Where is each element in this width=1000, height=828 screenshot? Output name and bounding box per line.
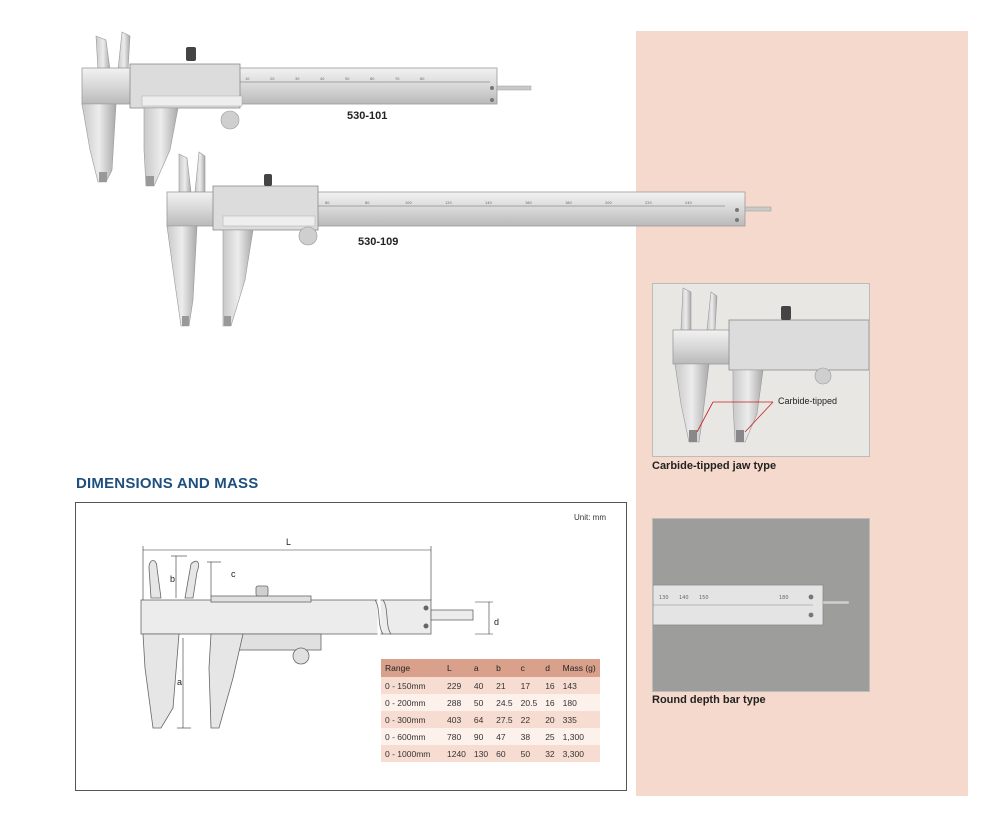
table-row: 0 - 300mm 403 64 27.5 22 20 335 <box>381 711 600 728</box>
svg-text:30: 30 <box>295 77 299 81</box>
dimensions-table: Range L a b c d Mass (g) 0 - 150mm 229 4… <box>381 659 600 762</box>
table-cell: 38 <box>516 728 542 745</box>
table-cell: 50 <box>516 745 542 762</box>
table-cell: 335 <box>558 711 600 728</box>
depth-bar-caption: Round depth bar type <box>652 694 766 706</box>
dim-label-a: a <box>177 677 183 687</box>
table-cell: 229 <box>443 677 470 694</box>
table-cell: 20 <box>541 711 559 728</box>
table-cell: 0 - 150mm <box>381 677 443 694</box>
dim-label-d: d <box>494 617 500 627</box>
svg-text:160: 160 <box>525 201 532 205</box>
table-cell: 60 <box>492 745 517 762</box>
table-cell: 130 <box>469 745 493 762</box>
table-row: 0 - 200mm 288 50 24.5 20.5 16 180 <box>381 694 600 711</box>
table-cell: 90 <box>469 728 493 745</box>
table-header-row: Range L a b c d Mass (g) <box>381 659 600 677</box>
svg-text:80: 80 <box>420 77 424 81</box>
svg-text:180: 180 <box>565 201 572 205</box>
table-cell: 288 <box>443 694 470 711</box>
dim-label-b: b <box>170 574 176 584</box>
table-cell: 32 <box>541 745 559 762</box>
svg-text:20: 20 <box>270 77 274 81</box>
svg-text:70: 70 <box>395 77 399 81</box>
depth-bar-photo: 130 140 150 180 <box>652 518 870 692</box>
svg-text:240: 240 <box>685 201 692 205</box>
svg-text:140: 140 <box>485 201 492 205</box>
svg-text:120: 120 <box>445 201 452 205</box>
table-row: 0 - 150mm 229 40 21 17 16 143 <box>381 677 600 694</box>
table-header-cell: c <box>516 659 542 677</box>
carbide-jaw-caption: Carbide-tipped jaw type <box>652 460 777 472</box>
svg-text:10: 10 <box>245 77 249 81</box>
svg-text:40: 40 <box>320 77 324 81</box>
table-header-cell: L <box>443 659 470 677</box>
table-cell: 64 <box>469 711 493 728</box>
svg-text:80: 80 <box>365 201 369 205</box>
carbide-jaw-illustration <box>672 287 869 443</box>
table-cell: 1,300 <box>558 728 600 745</box>
table-cell: 143 <box>558 677 600 694</box>
svg-text:150: 150 <box>699 595 709 601</box>
dim-label-c: c <box>231 569 236 579</box>
table-header-cell: a <box>469 659 493 677</box>
table-cell: 1240 <box>443 745 470 762</box>
svg-text:200: 200 <box>605 201 612 205</box>
dim-label-L: L <box>286 537 292 547</box>
table-header-cell: d <box>541 659 559 677</box>
carbide-jaw-photo: Carbide-tipped <box>652 283 870 457</box>
table-header-cell: b <box>492 659 517 677</box>
svg-text:60: 60 <box>325 201 329 205</box>
model-label-530-109: 530-109 <box>358 236 399 248</box>
table-cell: 780 <box>443 728 470 745</box>
table-cell: 180 <box>558 694 600 711</box>
caliper-530-109-image: 60 80 100 120 140 160 180 200 220 240 <box>166 151 772 327</box>
table-header-cell: Range <box>381 659 443 677</box>
table-cell: 403 <box>443 711 470 728</box>
caliper-530-101-image: 10 20 30 40 50 60 70 80 <box>81 31 532 187</box>
model-label-530-101: 530-101 <box>347 110 388 122</box>
table-cell: 40 <box>469 677 493 694</box>
table-cell: 16 <box>541 694 559 711</box>
table-row: 0 - 600mm 780 90 47 38 25 1,300 <box>381 728 600 745</box>
svg-text:140: 140 <box>679 595 689 601</box>
table-cell: 21 <box>492 677 517 694</box>
depth-bar-illustration: 130 140 150 180 <box>653 584 850 626</box>
table-cell: 24.5 <box>492 694 517 711</box>
svg-text:220: 220 <box>645 201 652 205</box>
svg-text:180: 180 <box>779 595 789 601</box>
svg-text:130: 130 <box>659 595 669 601</box>
table-cell: 16 <box>541 677 559 694</box>
unit-label: Unit: mm <box>574 513 606 522</box>
table-row: 0 - 1000mm 1240 130 60 50 32 3,300 <box>381 745 600 762</box>
svg-text:60: 60 <box>370 77 374 81</box>
table-cell: 27.5 <box>492 711 517 728</box>
table-cell: 17 <box>516 677 542 694</box>
table-cell: 0 - 300mm <box>381 711 443 728</box>
table-cell: 0 - 600mm <box>381 728 443 745</box>
table-header-cell: Mass (g) <box>558 659 600 677</box>
dimensions-box: Unit: mm L b c a d <box>75 502 627 791</box>
table-cell: 0 - 200mm <box>381 694 443 711</box>
table-cell: 25 <box>541 728 559 745</box>
svg-text:100: 100 <box>405 201 412 205</box>
table-cell: 20.5 <box>516 694 542 711</box>
carbide-callout: Carbide-tipped <box>778 396 838 406</box>
dimension-diagram <box>140 546 493 729</box>
table-cell: 47 <box>492 728 517 745</box>
table-cell: 3,300 <box>558 745 600 762</box>
table-cell: 0 - 1000mm <box>381 745 443 762</box>
table-cell: 22 <box>516 711 542 728</box>
section-title: DIMENSIONS AND MASS <box>76 475 259 492</box>
table-cell: 50 <box>469 694 493 711</box>
svg-text:50: 50 <box>345 77 349 81</box>
